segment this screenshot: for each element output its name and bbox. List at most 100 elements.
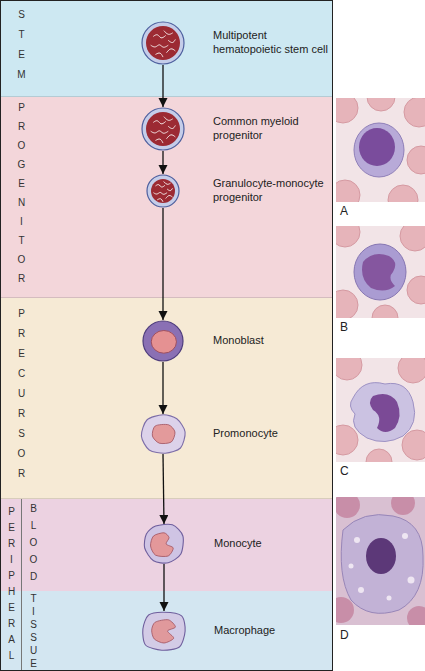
red-cell — [388, 185, 418, 202]
cell-membrane — [141, 415, 185, 453]
stage-band: TISSUE Macrophage — [21, 591, 332, 671]
cell-drawing — [146, 174, 180, 208]
cell-nucleus — [146, 26, 180, 60]
chromatin-strand — [157, 199, 163, 202]
band-label-column: PROGENITOR — [1, 97, 41, 297]
cell-nucleus — [151, 331, 176, 354]
lineage-arrow — [162, 208, 163, 320]
lineage-arrow — [163, 454, 164, 524]
red-cell — [336, 497, 360, 518]
band-label-column: STEM — [1, 1, 41, 96]
cell-node: Multipotent hematopoietic stem cell — [141, 21, 185, 65]
micrograph — [336, 497, 425, 625]
stage-band: BLOOD Monocyte — [21, 499, 332, 591]
red-cell — [336, 98, 358, 123]
lineage-arrow — [162, 362, 163, 414]
cell-label: Promonocyte — [213, 427, 333, 441]
band-label-column: BLOOD — [22, 499, 44, 591]
cell-node: Promonocyte — [140, 414, 186, 454]
cell-label: Multipotent hematopoietic stem cell — [213, 29, 333, 57]
lineage-arrow — [162, 151, 163, 174]
lineage-arrow — [163, 564, 164, 611]
micrograph-column — [333, 0, 425, 671]
micrograph — [336, 226, 425, 318]
cell-membrane — [144, 524, 183, 563]
red-cell — [366, 449, 392, 462]
chromatin-strand — [156, 185, 166, 187]
cell-drawing — [140, 414, 186, 454]
lineage-panel: STEM Multipotent hematopoietic stem cellP… — [0, 0, 333, 671]
red-cell — [336, 358, 362, 380]
cell-label: Monoblast — [213, 334, 333, 348]
red-cell — [336, 180, 360, 202]
stage-label: TISSUE — [28, 593, 38, 671]
chromatin-strand — [167, 49, 176, 53]
red-cell — [398, 358, 425, 383]
cell-membrane — [147, 175, 179, 207]
cell-label: Macrophage — [214, 624, 333, 638]
cell-node: Monoblast — [142, 320, 184, 362]
chromatin-strand — [153, 192, 167, 194]
macrophage-cytoplasm — [341, 515, 423, 614]
cell-nucleus — [146, 112, 180, 146]
stage-band: PRECURSORMonoblastPromonocyte — [1, 298, 332, 499]
chromatin-strand — [166, 195, 173, 198]
cell-label: Granulocyte-monocyte progenitor — [213, 177, 333, 205]
cell-node: Monocyte — [143, 524, 185, 564]
cell-nucleus — [152, 620, 176, 643]
vacuole — [387, 596, 392, 601]
red-cell — [336, 290, 358, 318]
cell-membrane — [142, 108, 184, 150]
cell-membrane — [143, 321, 183, 361]
chromatin-strand — [151, 45, 169, 47]
red-cell — [336, 425, 358, 455]
cell-label: Common myeloid progenitor — [213, 115, 333, 143]
band-label-column: PERIPHERAL — [1, 499, 21, 671]
cell-membrane — [143, 612, 185, 650]
cell-drawing — [141, 107, 185, 151]
cell-drawing — [141, 21, 185, 65]
red-cell — [336, 226, 360, 247]
chromatin-strand — [164, 31, 173, 35]
monocyte-cytoplasm — [350, 383, 414, 442]
red-cell — [404, 98, 425, 127]
chromatin-strand — [153, 121, 165, 124]
cell-nucleus — [152, 424, 175, 443]
chromatin-strand — [151, 131, 169, 133]
red-cell — [407, 146, 425, 174]
vacuole — [354, 537, 360, 543]
cell-nucleus — [151, 533, 174, 557]
cell-node: Macrophage — [142, 611, 186, 651]
promonocyte-cytoplasm — [354, 244, 406, 300]
vacuole — [402, 533, 408, 539]
panel-letter: D — [340, 628, 349, 642]
panel-letter: C — [340, 464, 349, 478]
stage-label: BLOOD — [28, 503, 38, 588]
chromatin-strand — [153, 35, 165, 38]
micrograph — [336, 358, 425, 462]
red-cell — [391, 497, 415, 515]
promonocyte-nucleus — [362, 254, 395, 291]
cell-drawing — [143, 524, 185, 564]
red-cell — [407, 276, 425, 304]
stage-label: PROGENITOR — [16, 102, 26, 292]
chromatin-strand — [164, 181, 171, 184]
cell-nucleus — [151, 179, 175, 203]
chromatin-strand — [167, 135, 176, 139]
cell-node: Granulocyte-monocyte progenitor — [146, 174, 180, 208]
cell-node: Common myeloid progenitor — [141, 107, 185, 151]
blast-nucleus — [359, 128, 395, 166]
monocyte-nucleus — [370, 394, 400, 432]
panel-letter: B — [340, 320, 348, 334]
stage-band: PERIPHERAL BLOOD MonocyteTISSUE Macrophage — [1, 499, 332, 671]
red-cell — [400, 226, 425, 251]
chromatin-strand — [168, 39, 175, 42]
cell-drawing — [142, 320, 184, 362]
red-cell — [367, 98, 395, 111]
macrophage-nucleus — [366, 538, 396, 574]
chromatin-strand — [164, 117, 173, 121]
red-cell — [372, 305, 398, 318]
chromatin-strand — [168, 125, 175, 128]
band-label-column: TISSUE — [22, 591, 44, 671]
